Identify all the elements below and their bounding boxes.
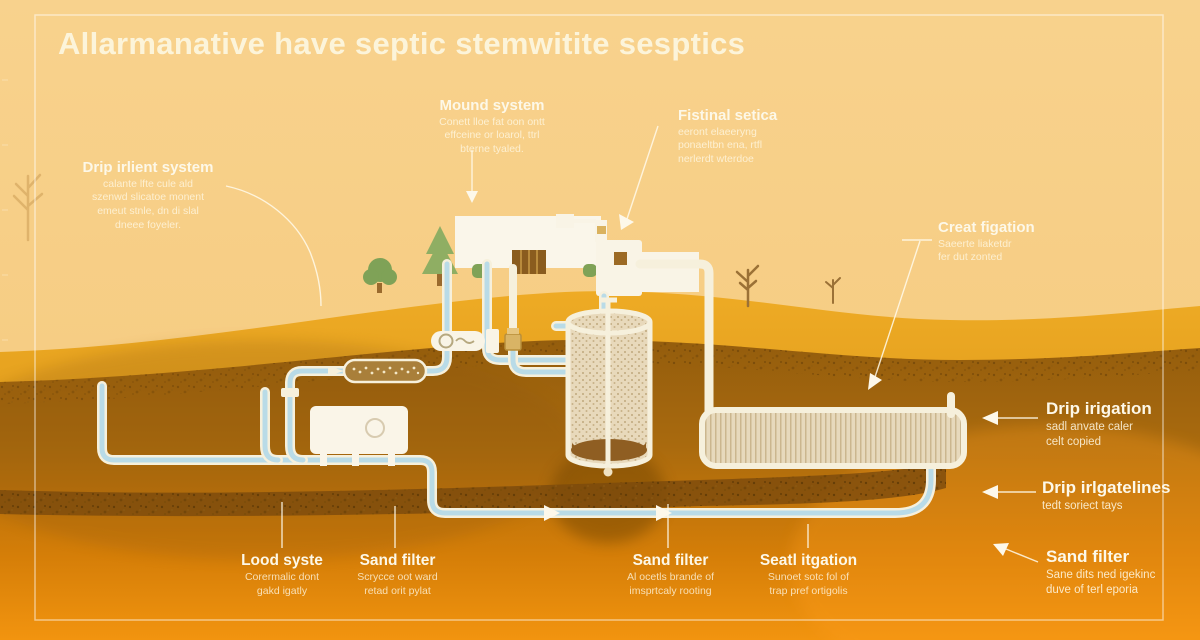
house [455, 214, 601, 278]
label-line: dneee foyeler. [115, 219, 181, 232]
round-tree-icon [363, 258, 397, 293]
label-line: Scrycce oot ward [357, 571, 438, 584]
frame-border [2, 14, 1164, 621]
pipe-pump-to-bed [635, 259, 714, 417]
roof-vent [556, 214, 574, 228]
label-drip-irrigation: Drip irigation sadl anvate caler celt co… [1046, 398, 1196, 450]
leader-lines [225, 125, 1039, 563]
pipe-network [97, 259, 936, 518]
pump-station [595, 220, 699, 296]
flow-arrows [544, 505, 672, 521]
label-line: sadl anvate caler [1046, 421, 1133, 434]
label-line: fer dut zonted [938, 251, 1003, 264]
label-heading: Drip irlgatelines [1042, 478, 1171, 497]
label-line: celt copied [1046, 436, 1101, 449]
label-seatl-itgation: Seatl itgation Sunoet sotc fol of trap p… [736, 551, 881, 599]
label-heading: Sand filter [1046, 547, 1130, 566]
label-line: duve of terl eporia [1046, 584, 1139, 597]
label-sand-filter-mid: Sand filter Al ocetls brande of imsprtca… [598, 551, 743, 599]
filter-center-pipe [599, 297, 617, 468]
label-line: nerlerdt wterdoe [678, 153, 754, 166]
label-line: imsprtcaly rooting [629, 585, 712, 597]
label-line: effceine or loarol, ttrl [444, 129, 540, 142]
bush-icon [583, 264, 597, 277]
label-lood-syste: Lood syste Corermalic dont gakd igatly [218, 551, 346, 599]
label-drip-inlet-system: Drip irlient system calante lfte cule al… [58, 158, 238, 233]
label-line: eeront elaeeryng [678, 125, 757, 138]
label-line: emeut stnle, dn di slal [97, 205, 199, 218]
diagram-title: Allarmanative have septic stemwitite ses… [58, 26, 746, 61]
label-line: tedt soriect tays [1042, 500, 1123, 513]
sand-filter-cylinder [565, 297, 653, 477]
capsule-connector [328, 366, 344, 376]
bare-tree-left-icon [12, 173, 44, 242]
label-heading: Drip irlient system [82, 159, 214, 176]
label-heading: Fistinal setica [678, 107, 778, 124]
label-line: Sunoet sotc fol of [767, 571, 850, 584]
label-line: ponaeltbn ena, rtfl [678, 139, 763, 152]
leader-drip-inlet [225, 185, 322, 307]
label-line: trap pref ortigolis [769, 585, 848, 597]
dark-soil-layer [0, 462, 946, 517]
label-line: Al ocetls brande of [627, 571, 714, 584]
label-heading: Lood syste [241, 552, 323, 569]
label-line: bterne tyaled. [460, 143, 524, 156]
septic-tank [310, 406, 408, 466]
perforated-pipe-capsule [328, 358, 428, 384]
bare-tree-right-icon [735, 264, 841, 308]
label-drip-irrigation-lines: Drip irlgatelines tedt soriect tays [1042, 477, 1200, 514]
gauge-capsule [431, 331, 485, 351]
riser-cap [486, 329, 499, 353]
label-heading: Seatl itgation [759, 552, 858, 569]
valve [504, 333, 522, 351]
label-mound-system: Mound system Conett lloe fat oon ontt ef… [402, 96, 582, 157]
label-line: szenwd slicatoe monent [91, 191, 205, 204]
leader-fistinal [626, 125, 659, 220]
label-fistinal-setica: Fistinal setica eeront elaeeryng ponaelt… [678, 106, 833, 167]
leader-arrowheads [466, 191, 1009, 556]
label-line: gakd igatly [256, 585, 308, 597]
spigot [281, 388, 299, 397]
label-line: Saeerte liaketdr [938, 237, 1012, 250]
label-sand-filter-left: Sand filter Scrycce oot ward retad orit … [330, 551, 465, 599]
label-line: calante lfte cule ald [103, 177, 193, 190]
label-line: Conett lloe fat oon ontt [439, 115, 545, 128]
label-line: retad orit pylat [364, 585, 431, 597]
label-line: Sane dits ned igekinc [1046, 569, 1156, 582]
leader-creat [874, 239, 932, 378]
drip-irrigation-bed [699, 392, 967, 469]
label-heading: Drip irigation [1046, 399, 1152, 418]
label-heading: Sand filter [632, 552, 709, 569]
label-heading: Mound system [439, 97, 545, 114]
label-heading: Creat figation [938, 219, 1035, 236]
pipe-fittings [281, 328, 522, 397]
label-sand-filter-right: Sand filter Sane dits ned igekinc duve o… [1046, 546, 1196, 598]
label-creat-figation: Creat figation Saeerte liaketdr fer dut … [938, 218, 1093, 265]
leader-sand-right [1005, 548, 1039, 563]
label-heading: Sand filter [359, 552, 436, 569]
label-line: Corermalic dont [244, 571, 320, 584]
